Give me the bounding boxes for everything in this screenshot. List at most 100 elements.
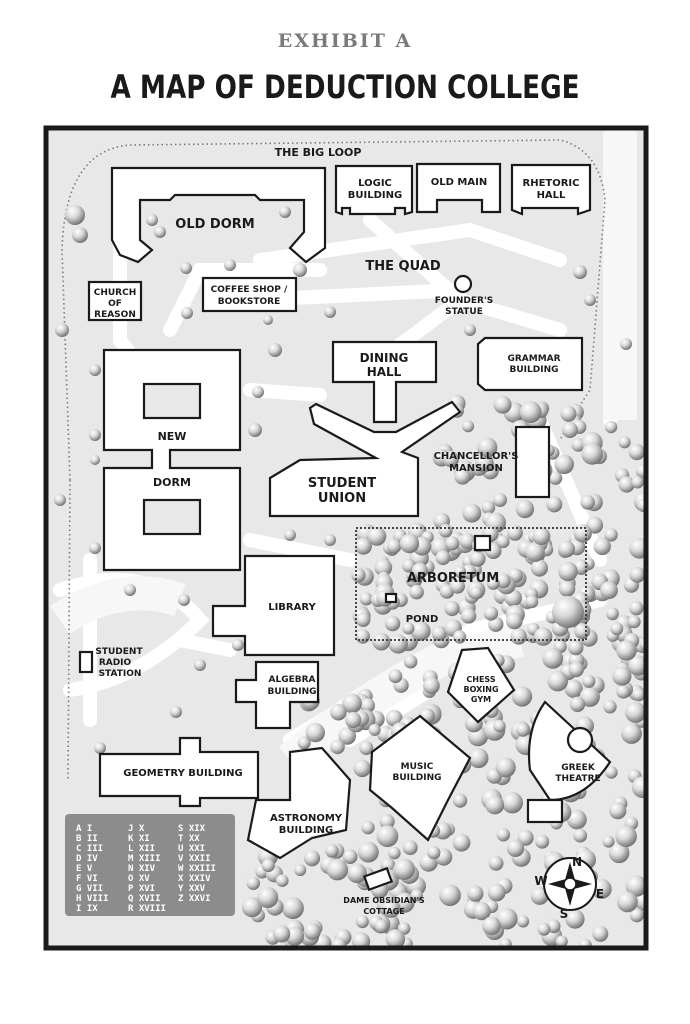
label-cottage-2: COTTAGE xyxy=(363,907,404,916)
tree xyxy=(385,929,406,948)
tree xyxy=(625,701,646,723)
label-rhetoric-1: RHETORIC xyxy=(523,178,580,189)
label-music-2: BUILDING xyxy=(393,773,442,783)
founders-statue[interactable] xyxy=(453,274,473,294)
tree xyxy=(325,844,339,858)
label-radio-1: STUDENT xyxy=(95,647,143,657)
library-building[interactable] xyxy=(211,554,336,657)
tree xyxy=(72,227,88,243)
tree xyxy=(355,629,371,644)
tree xyxy=(284,529,296,541)
label-library: LIBRARY xyxy=(268,602,316,613)
tree xyxy=(232,639,244,651)
tree xyxy=(403,654,418,669)
cipher-entry: E V xyxy=(76,864,93,874)
tree xyxy=(616,640,637,661)
chancellors-mansion-building[interactable] xyxy=(514,425,551,499)
tree xyxy=(608,842,630,864)
tree xyxy=(562,422,578,438)
tree xyxy=(584,294,596,306)
label-astronomy-2: BUILDING xyxy=(279,825,333,836)
algebra-building[interactable] xyxy=(234,660,320,730)
new-dorm-building[interactable] xyxy=(102,348,242,572)
pond-shape[interactable] xyxy=(384,592,398,604)
arboretum-kiosk[interactable] xyxy=(473,534,492,552)
coffee-shop-building[interactable] xyxy=(201,276,298,313)
tree xyxy=(555,935,568,948)
label-coffee-2: BOOKSTORE xyxy=(218,297,281,307)
tree xyxy=(384,615,401,632)
tree xyxy=(393,858,415,880)
label-founders-2: STATUE xyxy=(445,307,483,317)
tree xyxy=(435,550,451,566)
rhetoric-hall-building[interactable] xyxy=(510,163,592,216)
tree xyxy=(439,884,461,907)
student-union-building[interactable] xyxy=(268,400,462,518)
tree xyxy=(89,429,101,441)
label-music-1: MUSIC xyxy=(401,762,434,772)
tree xyxy=(507,525,523,541)
chess-boxing-gym-building[interactable] xyxy=(446,646,516,724)
tree xyxy=(241,897,263,918)
tree xyxy=(631,476,644,489)
tree xyxy=(224,259,236,271)
cipher-entry: O XV xyxy=(128,874,150,884)
tree xyxy=(423,677,440,695)
label-founders-1: FOUNDER'S xyxy=(435,296,493,306)
label-old-dorm: OLD DORM xyxy=(175,217,254,232)
tree xyxy=(434,822,452,840)
cipher-entry: A I xyxy=(76,824,92,834)
music-building[interactable] xyxy=(368,714,472,842)
tree xyxy=(276,874,289,887)
old-dorm-building[interactable] xyxy=(110,166,327,264)
label-logic-1: LOGIC xyxy=(358,178,392,189)
tree xyxy=(386,538,402,554)
tree xyxy=(525,595,539,609)
tree xyxy=(482,916,501,936)
tree xyxy=(560,405,577,422)
tree xyxy=(632,688,646,702)
grammar-building[interactable] xyxy=(476,336,584,392)
shed-building[interactable] xyxy=(526,798,564,824)
tree xyxy=(467,885,484,902)
compass-s: S xyxy=(560,907,569,921)
tree xyxy=(379,814,395,830)
dame-obsidian-cottage[interactable] xyxy=(362,866,394,892)
tree xyxy=(567,809,587,830)
cipher-entry: N XIV xyxy=(128,864,156,874)
tree xyxy=(472,902,491,921)
student-radio-station-building[interactable] xyxy=(78,650,94,674)
tree xyxy=(568,639,584,656)
astronomy-building[interactable] xyxy=(246,746,352,860)
tree xyxy=(537,922,551,936)
label-dining-1: DINING xyxy=(360,351,409,365)
logic-building[interactable] xyxy=(334,164,414,216)
label-church-3: REASON xyxy=(94,310,136,320)
label-algebra-1: ALGEBRA xyxy=(269,675,316,685)
geometry-building[interactable] xyxy=(98,736,260,808)
dining-hall-building[interactable] xyxy=(331,340,438,424)
cipher-entry: R XVIII xyxy=(128,904,166,914)
tree xyxy=(431,625,447,641)
tree xyxy=(445,536,460,551)
label-grammar-1: GRAMMAR xyxy=(507,354,560,364)
tree xyxy=(194,659,206,671)
label-old-main: OLD MAIN xyxy=(431,177,487,188)
tree xyxy=(450,578,465,594)
cipher-entry: M XIII xyxy=(128,854,161,864)
old-main-building[interactable] xyxy=(415,162,502,214)
arboretum-boundary xyxy=(355,527,587,641)
tree xyxy=(252,386,264,398)
church-of-reason-building[interactable] xyxy=(87,280,143,322)
label-chess-3: GYM xyxy=(471,695,491,704)
tree xyxy=(347,863,367,884)
tree xyxy=(628,443,645,461)
label-union-1: STUDENT xyxy=(308,476,376,491)
tree xyxy=(257,887,279,908)
tree xyxy=(154,226,166,238)
tree xyxy=(388,634,408,654)
tree xyxy=(454,468,471,485)
tree xyxy=(629,566,646,583)
tree xyxy=(462,503,482,523)
